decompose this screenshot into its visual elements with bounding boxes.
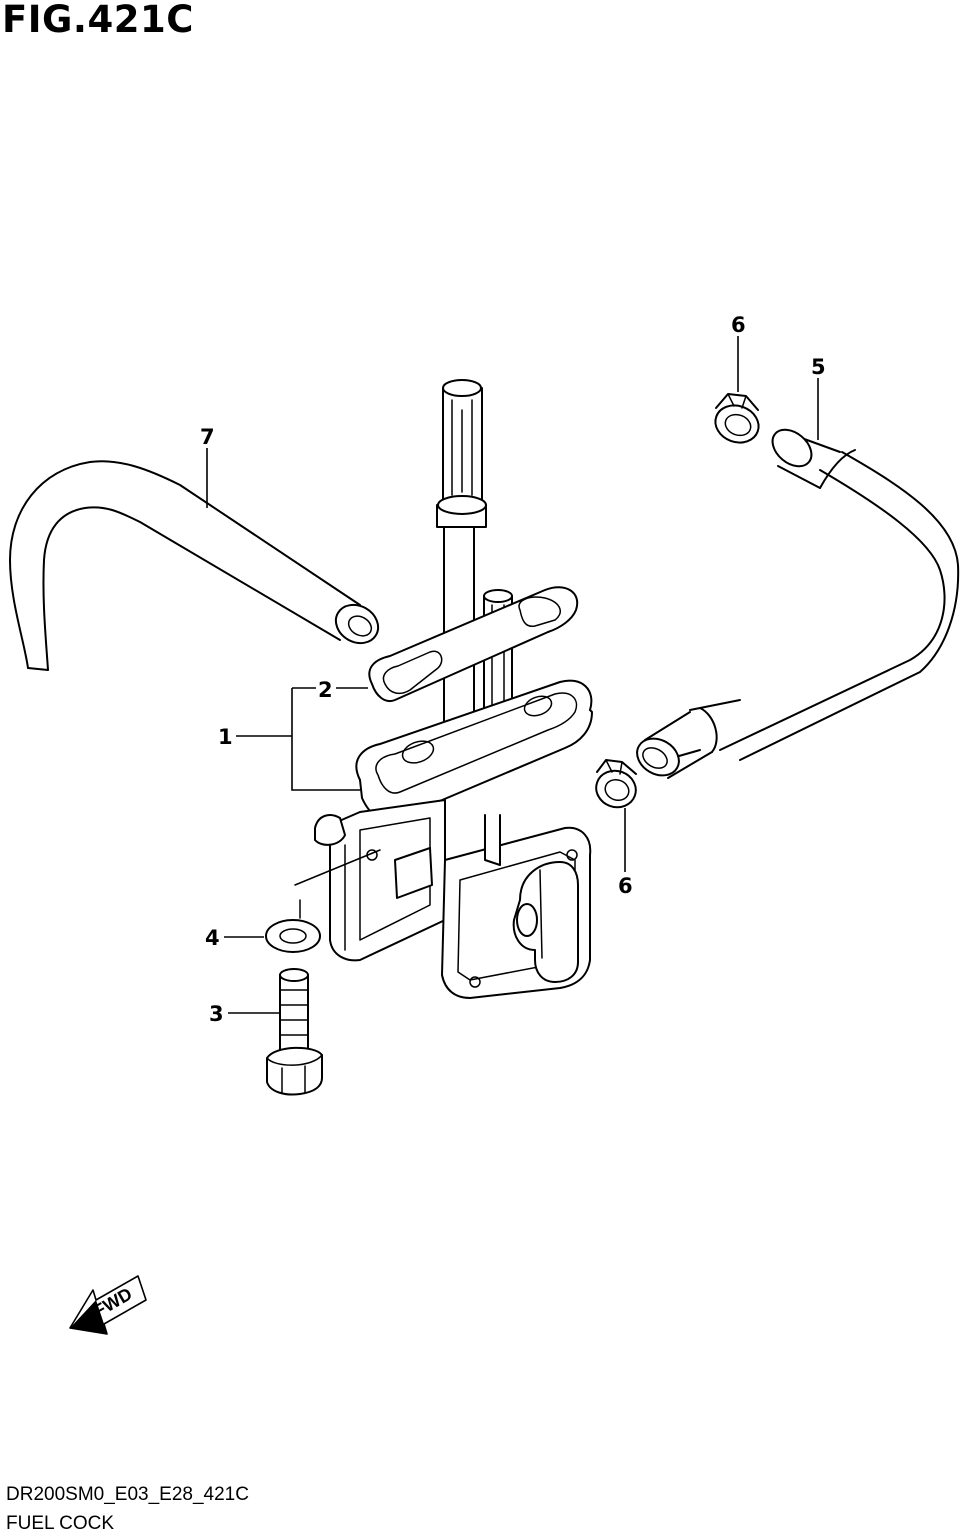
callout-2: 2 <box>318 678 333 702</box>
callout-1: 1 <box>218 725 233 749</box>
bolt-illustration <box>266 968 323 1096</box>
hose-clamp-upper-illustration <box>714 393 760 444</box>
vacuum-hose-illustration <box>9 460 380 671</box>
callout-4: 4 <box>205 926 220 950</box>
section-name: FUEL COCK <box>6 1513 115 1534</box>
callout-labels: 7 6 5 2 1 6 4 3 <box>200 313 826 1026</box>
fwd-arrow-icon: FWD <box>69 1275 147 1335</box>
hose-clamp-lower-illustration <box>595 759 637 809</box>
fuel-hose-illustration <box>636 428 960 779</box>
model-code: DR200SM0_E03_E28_421C <box>6 1484 249 1505</box>
callout-6-upper: 6 <box>731 313 746 337</box>
callout-6-lower: 6 <box>618 874 633 898</box>
callout-5: 5 <box>811 355 826 379</box>
washer-illustration <box>265 919 321 953</box>
leader-lines <box>206 336 819 1014</box>
figure-title: FIG.421C <box>2 0 194 41</box>
parts-diagram: 7 6 5 2 1 6 4 3 FWD <box>9 313 960 1335</box>
fuel-cock-illustration <box>294 379 593 999</box>
bracket-1 <box>291 687 362 791</box>
callout-7: 7 <box>200 425 215 449</box>
callout-3: 3 <box>209 1002 224 1026</box>
